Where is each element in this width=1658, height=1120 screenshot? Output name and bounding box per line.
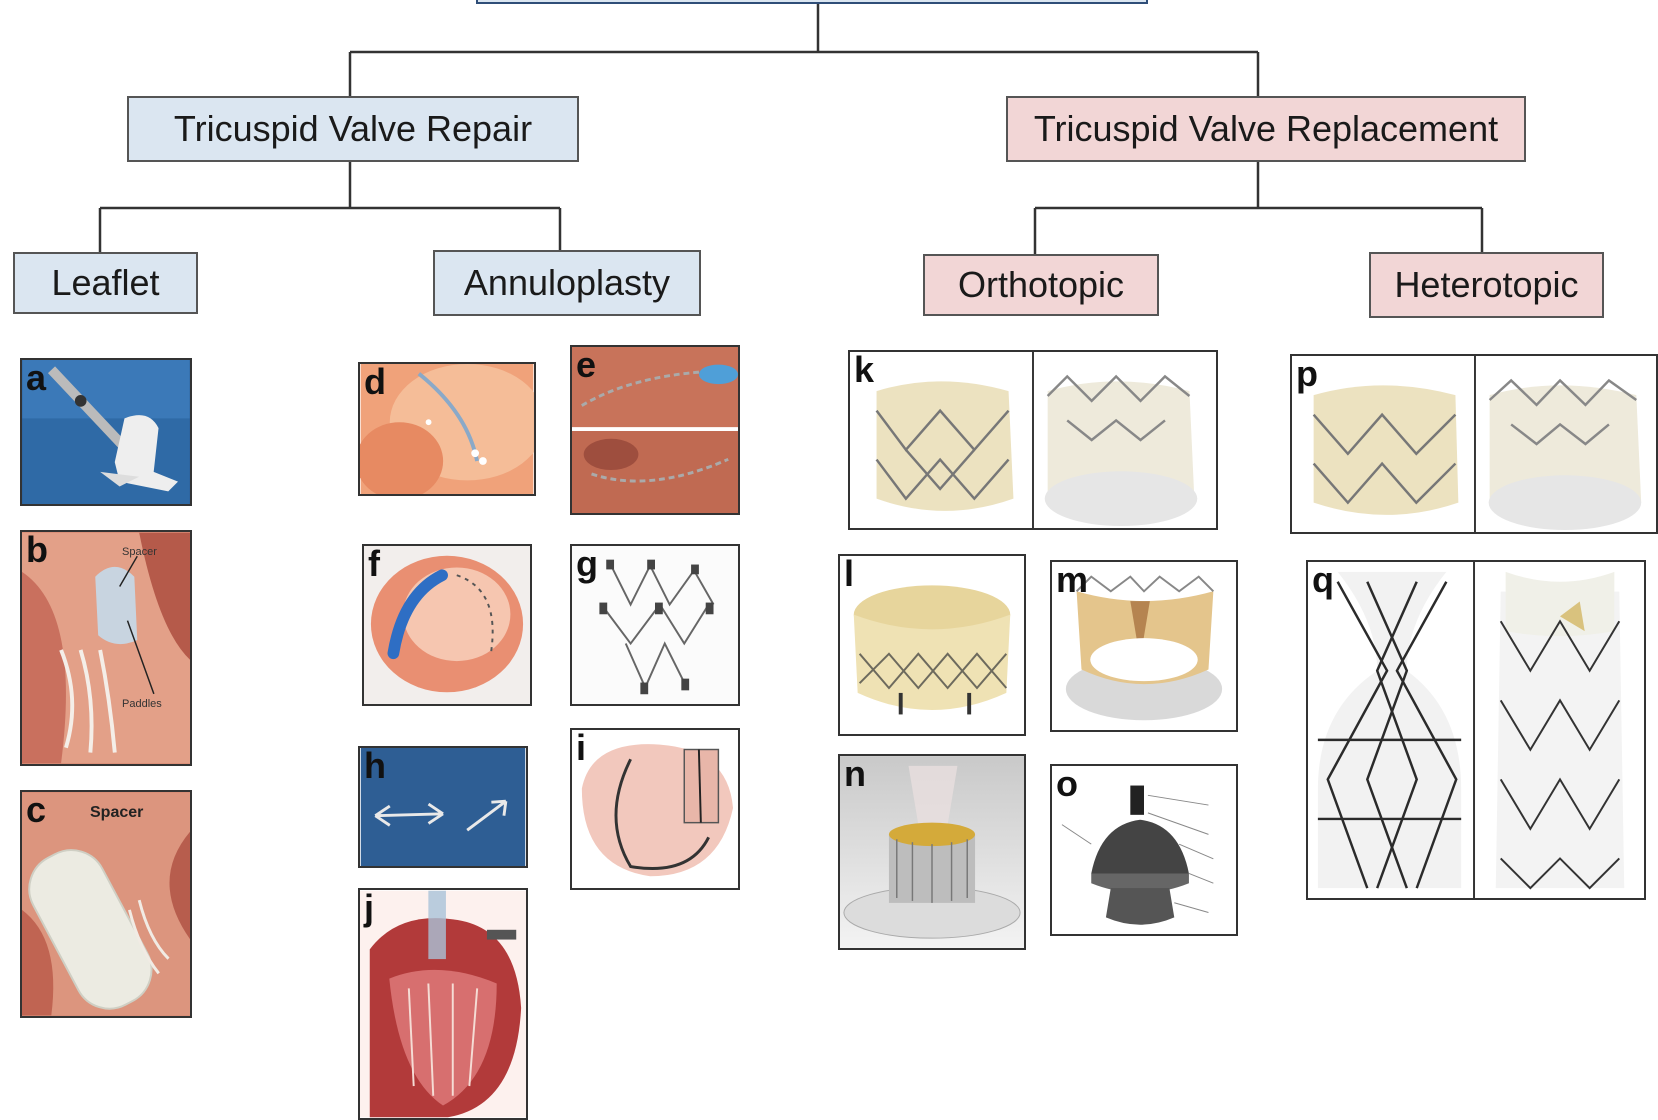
node-tricuspid-valve-replacement: Tricuspid Valve Replacement <box>1006 96 1526 162</box>
panel-i-annuloplasty-cerclage: i <box>570 728 740 890</box>
panel-label-c: c <box>26 792 46 828</box>
panel-e-annuloplasty-anchors: e <box>570 345 740 515</box>
panel-a-leaflet-clip-device: a <box>20 358 192 506</box>
node-tricuspid-valve-repair: Tricuspid Valve Repair <box>127 96 579 162</box>
panel-k-orthotopic-valve: k <box>848 350 1218 530</box>
panel-j-annuloplasty-heart: j <box>358 888 528 1120</box>
node-leaflet: Leaflet <box>13 252 198 314</box>
node-heterotopic: Heterotopic <box>1369 252 1604 318</box>
annotation-spacer: Spacer <box>122 546 157 558</box>
panel-q-heterotopic-valve: q <box>1306 560 1646 900</box>
panel-label-b: b <box>26 532 48 568</box>
panel-label-q: q <box>1312 562 1334 598</box>
clip-device-illustration <box>22 360 190 504</box>
panel-p-heterotopic-valve: p <box>1290 354 1658 534</box>
annotation-paddles: Paddles <box>122 698 162 710</box>
heart-cross-section-illustration <box>360 890 526 1118</box>
panel-b-leaflet-spacer-paddles: b Spacer Paddles <box>20 530 192 766</box>
panel-label-g: g <box>576 546 598 582</box>
node-annuloplasty: Annuloplasty <box>433 250 701 316</box>
panel-label-e: e <box>576 347 596 383</box>
heterotopic-stent-pair-illustration <box>1292 356 1656 532</box>
bioprosthetic-valve-illustration <box>840 556 1024 734</box>
panel-label-d: d <box>364 364 386 400</box>
wire-mesh-valve-illustration <box>1052 766 1236 934</box>
panel-label-n: n <box>844 756 866 792</box>
annuloplasty-band-illustration <box>364 546 530 704</box>
panel-label-o: o <box>1056 766 1078 802</box>
panel-l-orthotopic-valve: l <box>838 554 1026 736</box>
panel-label-a: a <box>26 360 46 396</box>
panel-o-orthotopic-valve: o <box>1050 764 1238 936</box>
panel-label-l: l <box>844 556 854 592</box>
panel-m-orthotopic-valve: m <box>1050 560 1238 732</box>
caval-stent-pair-illustration <box>1308 562 1644 898</box>
cerclage-illustration <box>572 730 738 888</box>
panel-label-f: f <box>368 546 380 582</box>
annotation-spacer-title: Spacer <box>90 804 143 822</box>
panel-c-leaflet-spacer: c Spacer <box>20 790 192 1018</box>
annulus-suture-illustration <box>360 364 534 494</box>
panel-n-orthotopic-valve: n <box>838 754 1026 950</box>
flanged-valve-illustration <box>840 756 1024 948</box>
panel-label-p: p <box>1296 356 1318 392</box>
panel-label-i: i <box>576 730 586 766</box>
panel-label-m: m <box>1056 562 1088 598</box>
panel-h-annuloplasty-pledgets: h <box>358 746 528 868</box>
panel-label-j: j <box>364 890 374 926</box>
spacer-illustration <box>22 792 190 1016</box>
panel-f-annuloplasty-band: f <box>362 544 532 706</box>
panel-label-k: k <box>854 352 874 388</box>
panel-label-h: h <box>364 748 386 784</box>
anchor-illustration <box>572 347 738 513</box>
panel-d-annuloplasty-suture: d <box>358 362 536 496</box>
node-orthotopic: Orthotopic <box>923 254 1159 316</box>
panel-g-annuloplasty-ring: g <box>570 544 740 706</box>
stent-valve-pair-illustration <box>850 352 1216 528</box>
